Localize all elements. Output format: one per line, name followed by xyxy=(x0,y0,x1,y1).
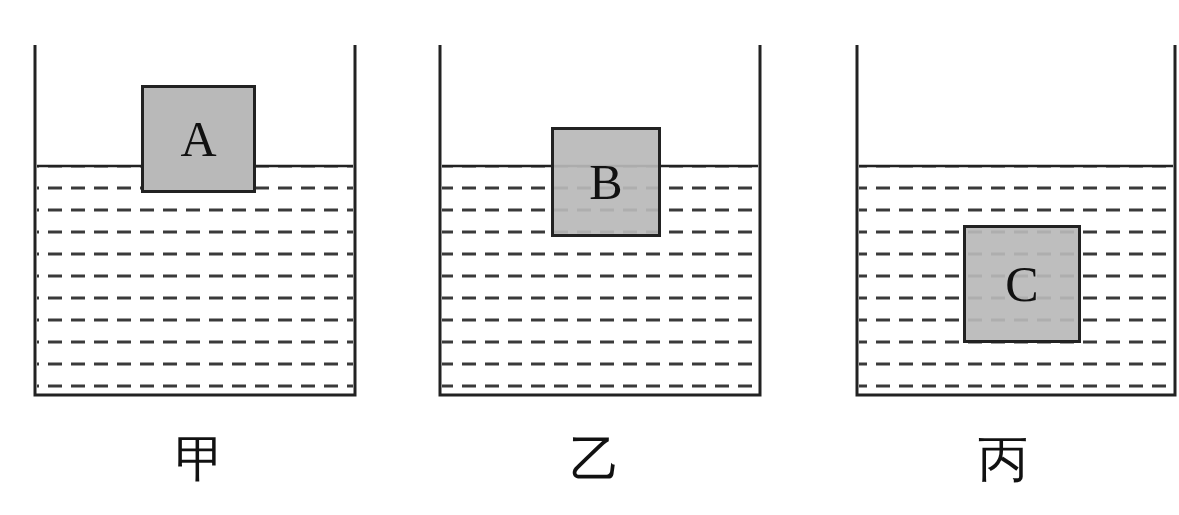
beaker-wall xyxy=(440,45,760,395)
beaker-jia xyxy=(35,45,355,395)
block-letter: C xyxy=(1005,259,1038,309)
floating-block: C xyxy=(963,225,1081,343)
floating-block: B xyxy=(551,127,661,237)
liquid-surface xyxy=(859,165,1173,168)
beaker-label: 乙 xyxy=(570,432,620,487)
beaker-label: 甲 xyxy=(175,432,225,487)
beaker-wall xyxy=(35,45,355,395)
beaker-bing xyxy=(857,45,1175,395)
liquid xyxy=(859,166,1173,394)
block-letter: B xyxy=(589,157,622,207)
beaker-label: 丙 xyxy=(978,432,1028,487)
beaker-wall xyxy=(857,45,1175,395)
liquid xyxy=(37,166,353,394)
block-letter: A xyxy=(180,114,216,164)
beaker-yi xyxy=(440,45,760,395)
floating-block: A xyxy=(141,85,256,193)
